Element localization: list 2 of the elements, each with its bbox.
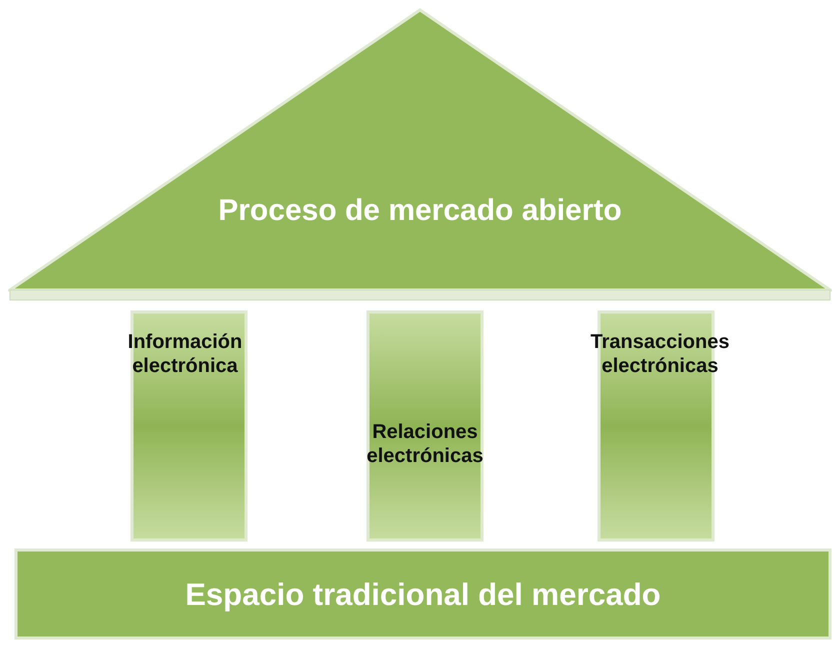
roof-label: Proceso de mercado abierto (217, 193, 623, 229)
base-label: Espacio tradicional del mercado (184, 576, 662, 614)
